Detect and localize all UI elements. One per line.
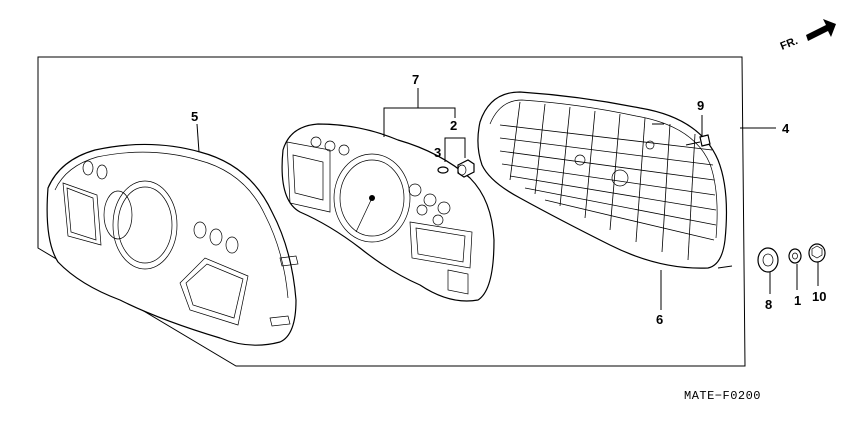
front-arrow-icon	[806, 19, 836, 41]
bulb	[437, 166, 449, 174]
leader-line-7	[383, 107, 456, 137]
callout-label-1: 1	[794, 293, 801, 308]
callout-label-8: 8	[765, 297, 772, 312]
meter-case-rear	[477, 91, 733, 269]
combination-meter	[281, 123, 495, 302]
drawing-code: MATE−F0200	[684, 389, 761, 403]
leader-line-2	[444, 137, 466, 162]
callout-label-5: 5	[191, 109, 198, 124]
callout-label-10: 10	[812, 289, 826, 304]
small-nut	[788, 248, 802, 264]
callout-label-9: 9	[697, 98, 704, 113]
callout-label-7: 7	[412, 72, 419, 87]
screw	[685, 134, 711, 147]
callout-label-4: 4	[782, 121, 790, 136]
callout-label-3: 3	[434, 145, 441, 160]
callout-label-6: 6	[656, 312, 663, 327]
assembly-frame	[37, 56, 746, 367]
meter-case-cover	[46, 143, 299, 346]
flange-nut	[808, 243, 826, 263]
front-direction-label: FR.	[779, 35, 800, 53]
bulb-socket	[457, 159, 475, 178]
callout-label-2: 2	[450, 118, 457, 133]
leader-line-5	[196, 123, 200, 153]
front-direction-indicator: FR.	[779, 19, 836, 53]
grommet	[757, 247, 779, 273]
